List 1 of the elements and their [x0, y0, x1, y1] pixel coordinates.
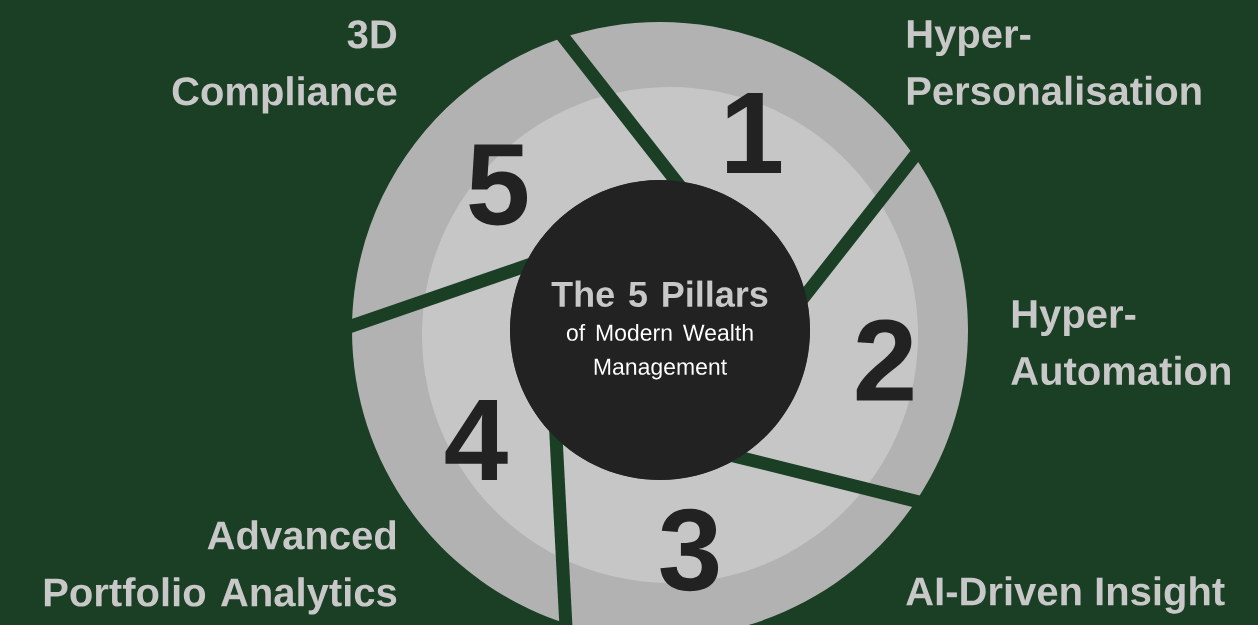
pillar-label: Hyper- Automation [1011, 300, 1230, 386]
